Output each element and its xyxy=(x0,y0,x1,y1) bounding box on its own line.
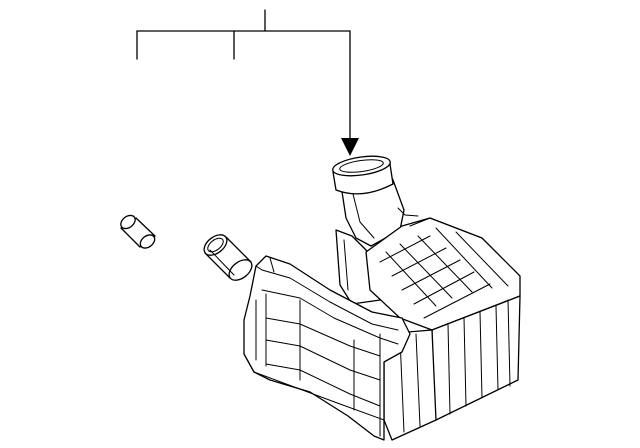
small-cap-part xyxy=(120,214,156,249)
intake-opening xyxy=(332,155,391,177)
housing-lid xyxy=(365,217,521,331)
lid-ribs xyxy=(379,217,509,319)
bracket-details xyxy=(255,257,399,437)
air-cleaner-housing-part xyxy=(243,155,521,441)
tub-ribs xyxy=(447,299,511,415)
hose-connector-part xyxy=(203,234,253,281)
callout-leader xyxy=(136,9,359,156)
callout-arrowhead xyxy=(341,138,359,156)
